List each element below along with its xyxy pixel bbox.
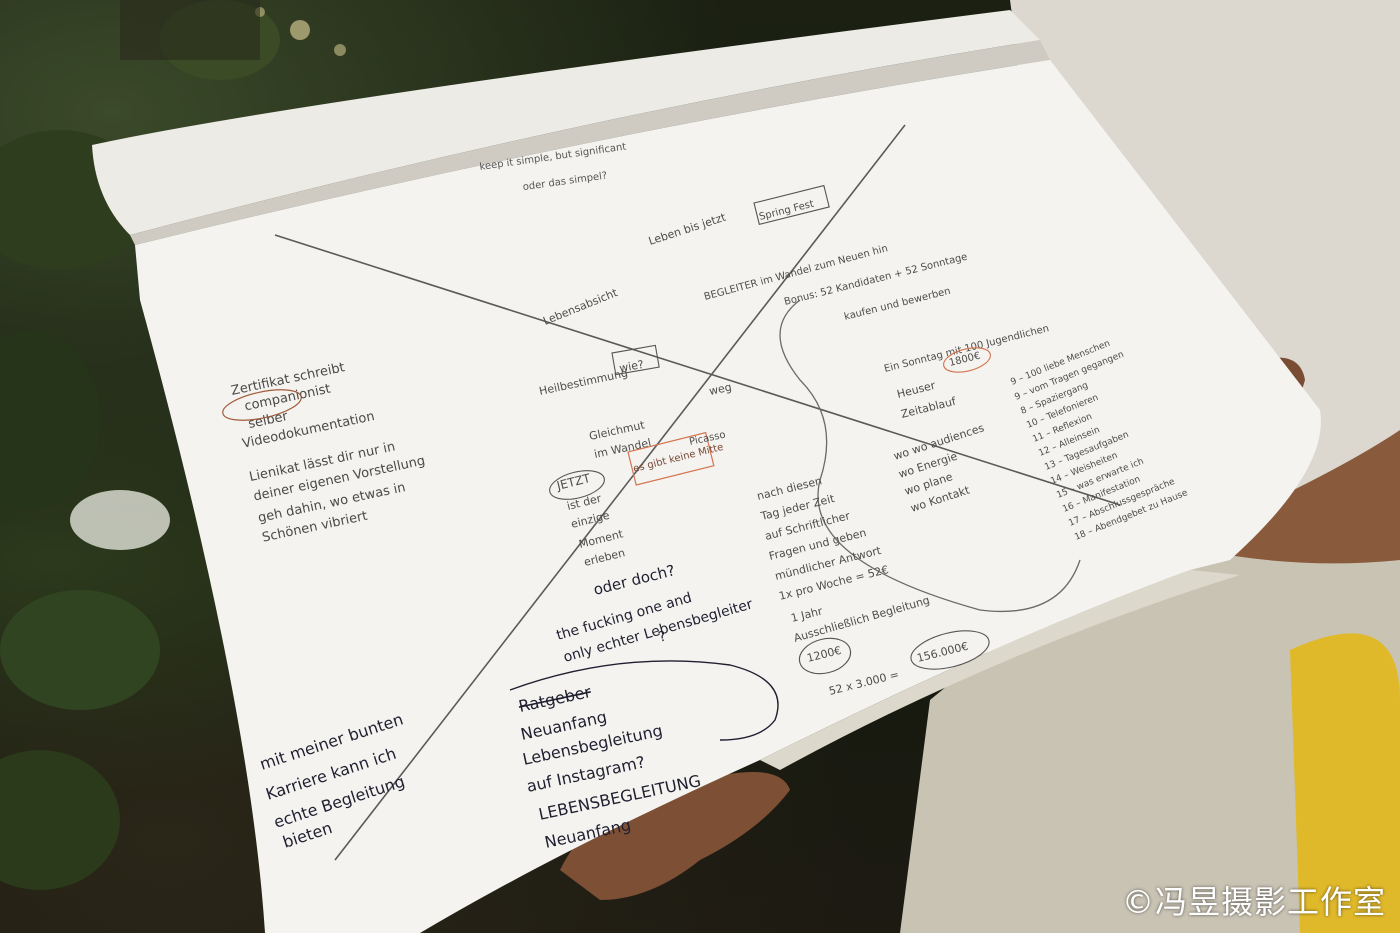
paper-sheet	[135, 60, 1321, 933]
note-wie: wie?	[618, 358, 645, 375]
pad-curl	[92, 10, 1040, 235]
watermark: ©冯昱摄影工作室	[1121, 883, 1386, 921]
foliage	[0, 0, 346, 890]
note-question: ?	[657, 628, 669, 645]
cross-line-1	[274, 234, 1121, 506]
curve-line	[779, 299, 1081, 613]
note-weg: weg	[708, 380, 733, 397]
cross-line-2	[334, 124, 906, 861]
